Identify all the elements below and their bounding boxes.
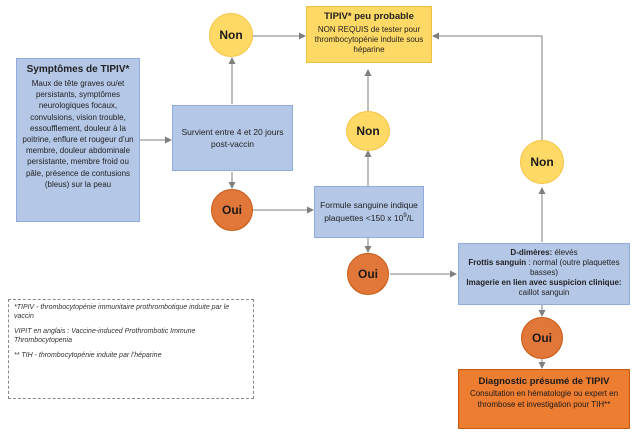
symptoms-title: Symptômes de TIPIV* — [26, 64, 130, 75]
oui-circle-middle: Oui — [347, 253, 389, 295]
bloodcount-box: Formule sanguine indique plaquettes <150… — [314, 186, 424, 238]
footnote-vipit: VIPIT en anglais : Vaccine-induced Proth… — [14, 328, 196, 344]
symptoms-box: Symptômes de TIPIV* Maux de tête graves … — [16, 58, 140, 222]
bloodcount-exponent: 9 — [403, 213, 407, 220]
arrow-non-right-to-unlikely — [432, 32, 543, 141]
oui-circle-bottom: Oui — [521, 317, 563, 359]
non-label-middle: Non — [356, 124, 380, 138]
non-circle-top: Non — [209, 13, 253, 57]
imaging-label: Imagerie en lien avec suspicion clinique… — [466, 278, 622, 287]
non-circle-middle: Non — [346, 111, 390, 151]
bloodcount-threshold: plaquettes <150 x 10 — [324, 212, 404, 223]
tests-smear: Frottis sanguin : normal (outre plaquett… — [462, 258, 626, 278]
bloodcount-unit: /L — [406, 212, 414, 223]
ddimer-label: D-dimères: — [510, 248, 553, 257]
smear-label: Frottis sanguin — [468, 258, 527, 267]
oui-circle-left: Oui — [211, 189, 253, 231]
onset-text: Survient entre 4 et 20 jours post-vaccin — [181, 127, 284, 149]
bloodcount-line2: plaquettes <150 x 109/L — [324, 211, 414, 224]
tests-ddimer: D-dimères: élevés — [462, 248, 626, 258]
oui-label-middle: Oui — [358, 267, 378, 281]
ddimer-value: élevés — [552, 248, 578, 257]
unlikely-title: TIPIV* peu probable — [324, 11, 414, 22]
unlikely-body: NON REQUIS de tester pour thrombocytopén… — [314, 25, 424, 54]
tests-box: D-dimères: élevés Frottis sanguin : norm… — [458, 243, 630, 305]
symptoms-body: Maux de tête graves ou/et persistants, s… — [22, 79, 134, 189]
diagnosis-box: Diagnostic présumé de TIPIV Consultation… — [458, 369, 630, 429]
footnote-tipiv: *TIPIV - thrombocytopénie immunitaire pr… — [14, 304, 230, 320]
diagnosis-title: Diagnostic présumé de TIPIV — [478, 376, 610, 387]
footnotes-box: *TIPIV - thrombocytopénie immunitaire pr… — [8, 299, 254, 399]
imaging-value: caillot sanguin — [518, 288, 570, 297]
bloodcount-line1: Formule sanguine indique — [320, 200, 418, 211]
non-label-top: Non — [219, 28, 243, 42]
tests-imaging: Imagerie en lien avec suspicion clinique… — [462, 278, 626, 298]
oui-label-bottom: Oui — [532, 331, 552, 345]
non-label-right: Non — [530, 155, 554, 169]
non-circle-right: Non — [520, 140, 564, 184]
diagnosis-body: Consultation en hématologie ou expert en… — [469, 389, 619, 409]
onset-box: Survient entre 4 et 20 jours post-vaccin — [172, 105, 293, 171]
smear-value: : normal (outre plaquettes basses) — [526, 258, 620, 277]
footnote-tih: ** TIH - thrombocytopénie induite par l’… — [14, 352, 162, 359]
oui-label-left: Oui — [222, 203, 242, 217]
unlikely-box: TIPIV* peu probable NON REQUIS de tester… — [306, 6, 432, 63]
